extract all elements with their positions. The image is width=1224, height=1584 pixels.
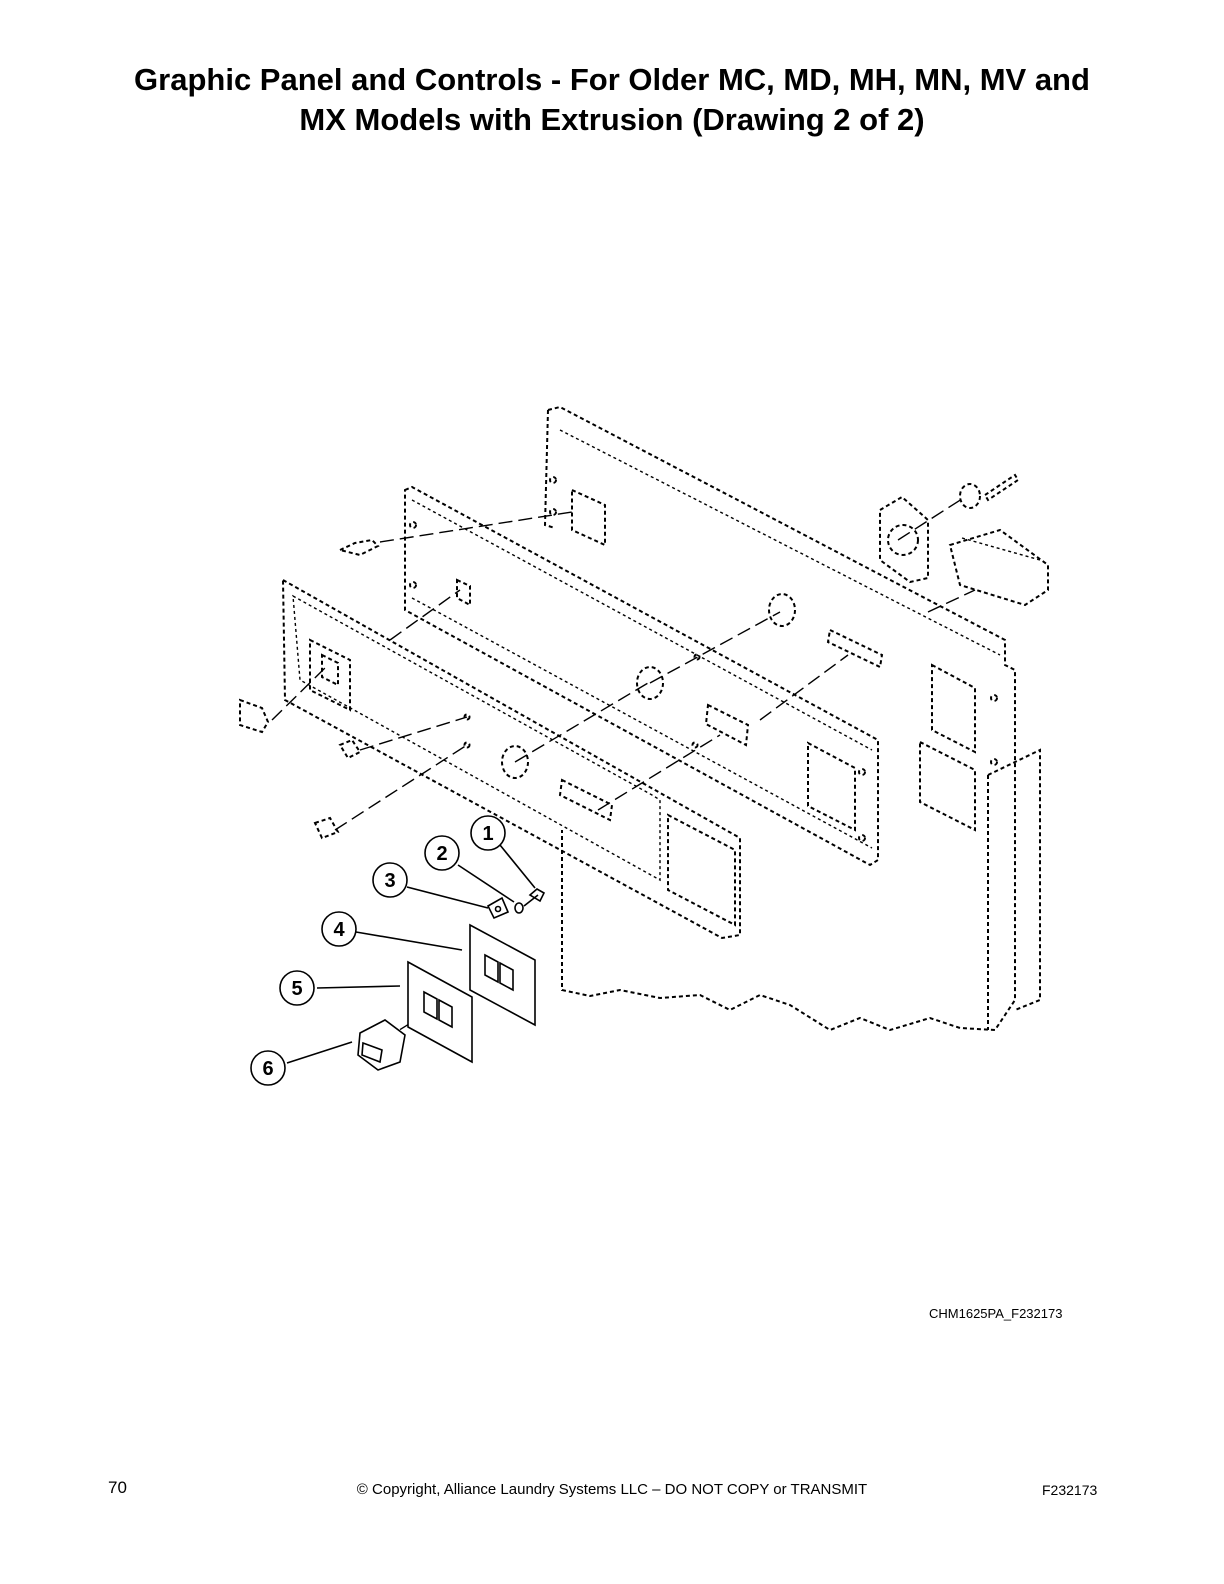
- page-title: Graphic Panel and Controls - For Older M…: [0, 60, 1224, 140]
- callout-2: 2: [424, 835, 460, 871]
- callout-4: 4: [321, 911, 357, 947]
- callout-5: 5: [279, 970, 315, 1006]
- callout-4-label: 4: [333, 919, 345, 941]
- callout-1: 1: [470, 815, 506, 851]
- back-panel: [543, 405, 1041, 1032]
- callout-2-label: 2: [436, 843, 447, 865]
- extrusion: [404, 485, 884, 867]
- callout-3: 3: [372, 862, 408, 898]
- callout-5-label: 5: [291, 978, 302, 1000]
- hardware-dashed: [239, 473, 1049, 840]
- callout-1-label: 1: [482, 823, 493, 845]
- graphic-panel: [281, 578, 741, 940]
- callout-6-label: 6: [262, 1058, 273, 1080]
- callout-3-label: 3: [384, 870, 395, 892]
- leader-arrows: [286, 844, 536, 1064]
- title-line-2: MX Models with Extrusion (Drawing 2 of 2…: [299, 102, 925, 137]
- page-number: 70: [108, 1478, 127, 1497]
- explosion-center-lines: [271, 496, 976, 1041]
- document-code: F232173: [1042, 1482, 1098, 1498]
- drawing-id: CHM1625PA_F232173: [929, 1306, 1063, 1321]
- copyright-notice: © Copyright, Alliance Laundry Systems LL…: [356, 1481, 868, 1498]
- solid-parts: [357, 888, 546, 1071]
- callout-6: 6: [250, 1050, 286, 1086]
- title-line-1: Graphic Panel and Controls - For Older M…: [134, 62, 1090, 97]
